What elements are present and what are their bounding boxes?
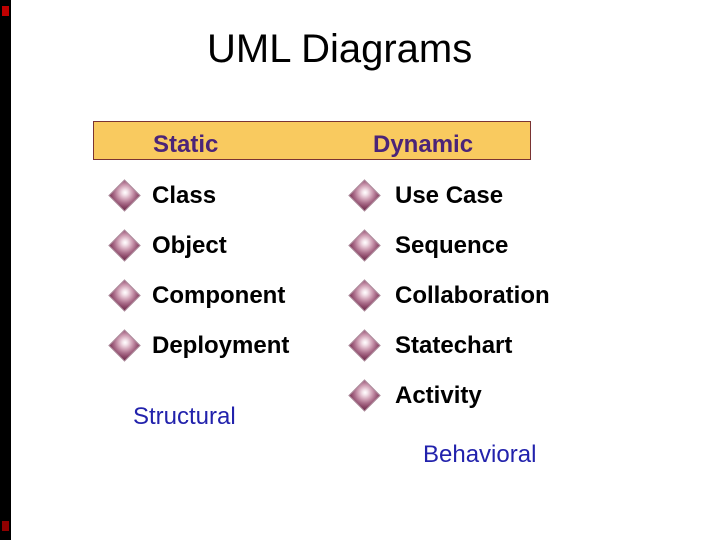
category-header-bar: Static Dynamic bbox=[93, 121, 531, 160]
list-item-sequence: Sequence bbox=[348, 229, 509, 262]
diamond-bullet-icon bbox=[108, 229, 141, 262]
edge-marker-bottom bbox=[2, 521, 9, 531]
diamond-bullet-icon bbox=[348, 279, 381, 312]
diamond-bullet-icon bbox=[348, 229, 381, 262]
diamond-bullet-icon bbox=[348, 329, 381, 362]
list-item-use-case: Use Case bbox=[348, 179, 504, 212]
list-item-collaboration: Collaboration bbox=[348, 279, 550, 312]
list-item-label: Object bbox=[152, 232, 227, 259]
list-item-statechart: Statechart bbox=[348, 329, 513, 362]
list-item-label: Use Case bbox=[395, 182, 504, 209]
page-title: UML Diagrams bbox=[207, 27, 473, 71]
diamond-bullet-icon bbox=[108, 329, 141, 362]
diamond-bullet-icon bbox=[348, 179, 381, 212]
diamond-bullet-icon bbox=[108, 179, 141, 212]
list-item-class: Class bbox=[108, 179, 217, 212]
list-item-label: Activity bbox=[395, 382, 482, 409]
behavioral-caption: Behavioral bbox=[423, 441, 537, 468]
diamond-bullet-icon bbox=[348, 379, 381, 412]
diamond-bullet-icon bbox=[108, 279, 141, 312]
film-edge-strip bbox=[0, 0, 11, 540]
static-column-header: Static bbox=[153, 131, 219, 158]
list-item-label: Sequence bbox=[395, 232, 509, 259]
list-item-label: Class bbox=[152, 182, 217, 209]
list-item-label: Collaboration bbox=[395, 282, 550, 309]
list-item-label: Statechart bbox=[395, 332, 513, 359]
list-item-object: Object bbox=[108, 229, 227, 262]
list-item-label: Deployment bbox=[152, 332, 290, 359]
list-item-activity: Activity bbox=[348, 379, 482, 412]
edge-marker-top bbox=[2, 6, 9, 16]
list-item-label: Component bbox=[152, 282, 286, 309]
dynamic-column-header: Dynamic bbox=[373, 131, 474, 158]
list-item-deployment: Deployment bbox=[108, 329, 290, 362]
structural-caption: Structural bbox=[133, 403, 236, 430]
list-item-component: Component bbox=[108, 279, 286, 312]
